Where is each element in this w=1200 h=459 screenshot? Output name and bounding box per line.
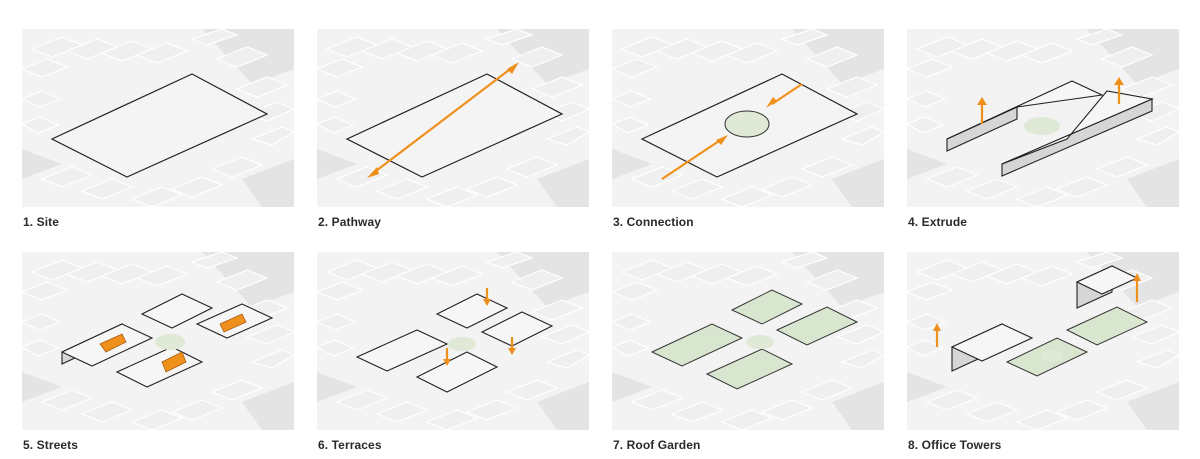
green-connection bbox=[1024, 117, 1060, 135]
panel-roof-garden: 7. Roof Garden bbox=[612, 252, 884, 454]
caption-connection: 3. Connection bbox=[612, 215, 884, 231]
green-connection bbox=[155, 334, 185, 350]
pathway-diagram bbox=[317, 29, 589, 207]
caption-office-towers: 8. Office Towers bbox=[907, 438, 1179, 454]
green-connection bbox=[1040, 350, 1064, 362]
caption-streets: 5. Streets bbox=[22, 438, 294, 454]
green-connection bbox=[448, 337, 476, 351]
caption-roof-garden: 7. Roof Garden bbox=[612, 438, 884, 454]
roof-garden-diagram bbox=[612, 252, 884, 430]
extrude-diagram bbox=[907, 29, 1179, 207]
panel-connection: 3. Connection bbox=[612, 29, 884, 231]
caption-pathway: 2. Pathway bbox=[317, 215, 589, 231]
panel-extrude: 4. Extrude bbox=[907, 29, 1179, 231]
green-connection bbox=[725, 111, 769, 137]
caption-terraces: 6. Terraces bbox=[317, 438, 589, 454]
panel-office-towers: 8. Office Towers bbox=[907, 252, 1179, 454]
panel-terraces: 6. Terraces bbox=[317, 252, 589, 454]
panel-site: 1. Site bbox=[22, 29, 294, 231]
terraces-diagram bbox=[317, 252, 589, 430]
connection-diagram bbox=[612, 29, 884, 207]
caption-site: 1. Site bbox=[22, 215, 294, 231]
office-towers-diagram bbox=[907, 252, 1179, 430]
streets-diagram bbox=[22, 252, 294, 430]
green-connection bbox=[746, 335, 774, 349]
site-diagram bbox=[22, 29, 294, 207]
caption-extrude: 4. Extrude bbox=[907, 215, 1179, 231]
panel-streets: 5. Streets bbox=[22, 252, 294, 454]
panel-pathway: 2. Pathway bbox=[317, 29, 589, 231]
